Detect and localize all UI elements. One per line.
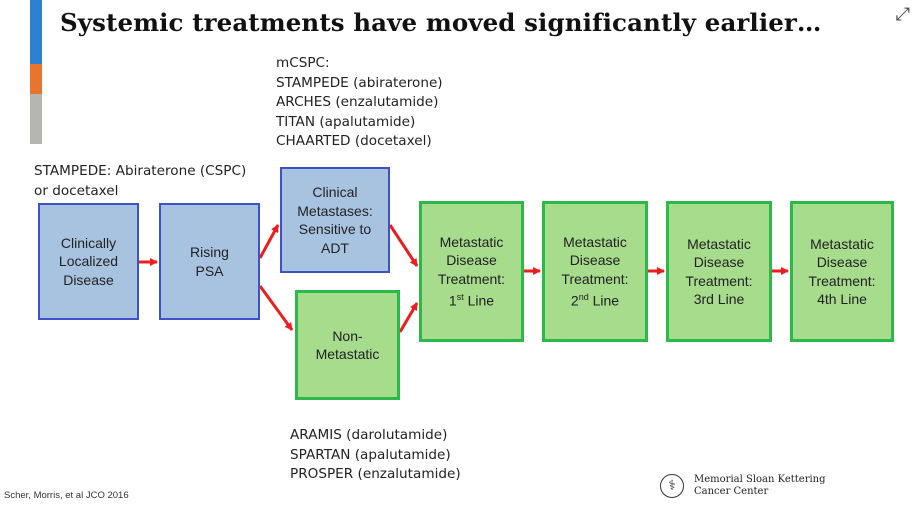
nmcrpc-trials-note: ARAMIS (darolutamide) SPARTAN (apalutami… bbox=[290, 426, 461, 485]
expand-icon[interactable]: ⤢ bbox=[895, 4, 910, 25]
mcspc-trial: TITAN (apalutamide) bbox=[276, 113, 416, 130]
msk-logo: ⚕ Memorial Sloan Kettering Cancer Center bbox=[660, 474, 826, 498]
box-label: Rising PSA bbox=[190, 244, 229, 279]
msk-logo-icon: ⚕ bbox=[660, 474, 684, 498]
logo-line: Memorial Sloan Kettering bbox=[694, 474, 826, 485]
box-treatment-line-1: Metastatic Disease Treatment: 1st Line bbox=[419, 201, 524, 342]
box-treatment-line-3: Metastatic Disease Treatment: 3rd Line bbox=[666, 201, 772, 342]
box-label: Clinical Metastases: Sensitive to ADT bbox=[297, 184, 373, 256]
mcspc-trial: ARCHES (enzalutamide) bbox=[276, 94, 439, 110]
accent-bar-orange bbox=[30, 64, 42, 94]
box-label: Metastatic Disease Treatment: 1st Line bbox=[437, 233, 506, 309]
box-label: Metastatic Disease Treatment: 2nd Line bbox=[561, 233, 629, 309]
box-treatment-line-4: Metastatic Disease Treatment: 4th Line bbox=[790, 201, 894, 342]
box-rising-psa: Rising PSA bbox=[159, 203, 260, 320]
arrow-psa-to-nonmetastatic bbox=[258, 285, 294, 331]
nmcrpc-trial: SPARTAN (apalutamide) bbox=[290, 446, 451, 463]
msk-logo-text: Memorial Sloan Kettering Cancer Center bbox=[694, 474, 826, 498]
stampede-note: STAMPEDE: Abiraterone (CSPC) or docetaxe… bbox=[34, 162, 246, 201]
accent-bar-blue bbox=[30, 0, 42, 64]
logo-line: Cancer Center bbox=[694, 486, 769, 497]
nmcrpc-trial: PROSPER (enzalutamide) bbox=[290, 466, 461, 482]
stampede-line: or docetaxel bbox=[34, 182, 119, 199]
box-label: Clinically Localized Disease bbox=[58, 234, 119, 288]
mcspc-heading: mCSPC: bbox=[276, 55, 330, 71]
box-treatment-line-2: Metastatic Disease Treatment: 2nd Line bbox=[542, 201, 648, 342]
stampede-line: STAMPEDE: Abiraterone (CSPC) bbox=[34, 163, 247, 179]
mcspc-trial: CHAARTED (docetaxel) bbox=[276, 133, 432, 149]
slide-title: Systemic treatments have moved significa… bbox=[60, 8, 822, 37]
box-clinically-localized-disease: Clinically Localized Disease bbox=[38, 203, 139, 320]
mcspc-trial: STAMPEDE (abiraterone) bbox=[276, 74, 443, 91]
accent-bar-gray bbox=[30, 94, 42, 144]
box-label: Metastatic Disease Treatment: 3rd Line bbox=[685, 235, 753, 308]
box-label: Non- Metastatic bbox=[315, 327, 380, 363]
arrow-psa-to-clinical bbox=[258, 224, 280, 259]
box-clinical-metastases: Clinical Metastases: Sensitive to ADT bbox=[280, 167, 390, 273]
arrow-clinical-to-line1 bbox=[388, 224, 419, 267]
mcspc-trials-note: mCSPC: STAMPEDE (abiraterone) ARCHES (en… bbox=[276, 54, 443, 152]
box-non-metastatic: Non- Metastatic bbox=[295, 290, 400, 400]
nmcrpc-trial: ARAMIS (darolutamide) bbox=[290, 427, 448, 443]
box-label: Metastatic Disease Treatment: 4th Line bbox=[808, 235, 876, 308]
citation: Scher, Morris, et al JCO 2016 bbox=[4, 490, 129, 501]
arrow-nonmetastatic-to-line1 bbox=[398, 302, 419, 333]
